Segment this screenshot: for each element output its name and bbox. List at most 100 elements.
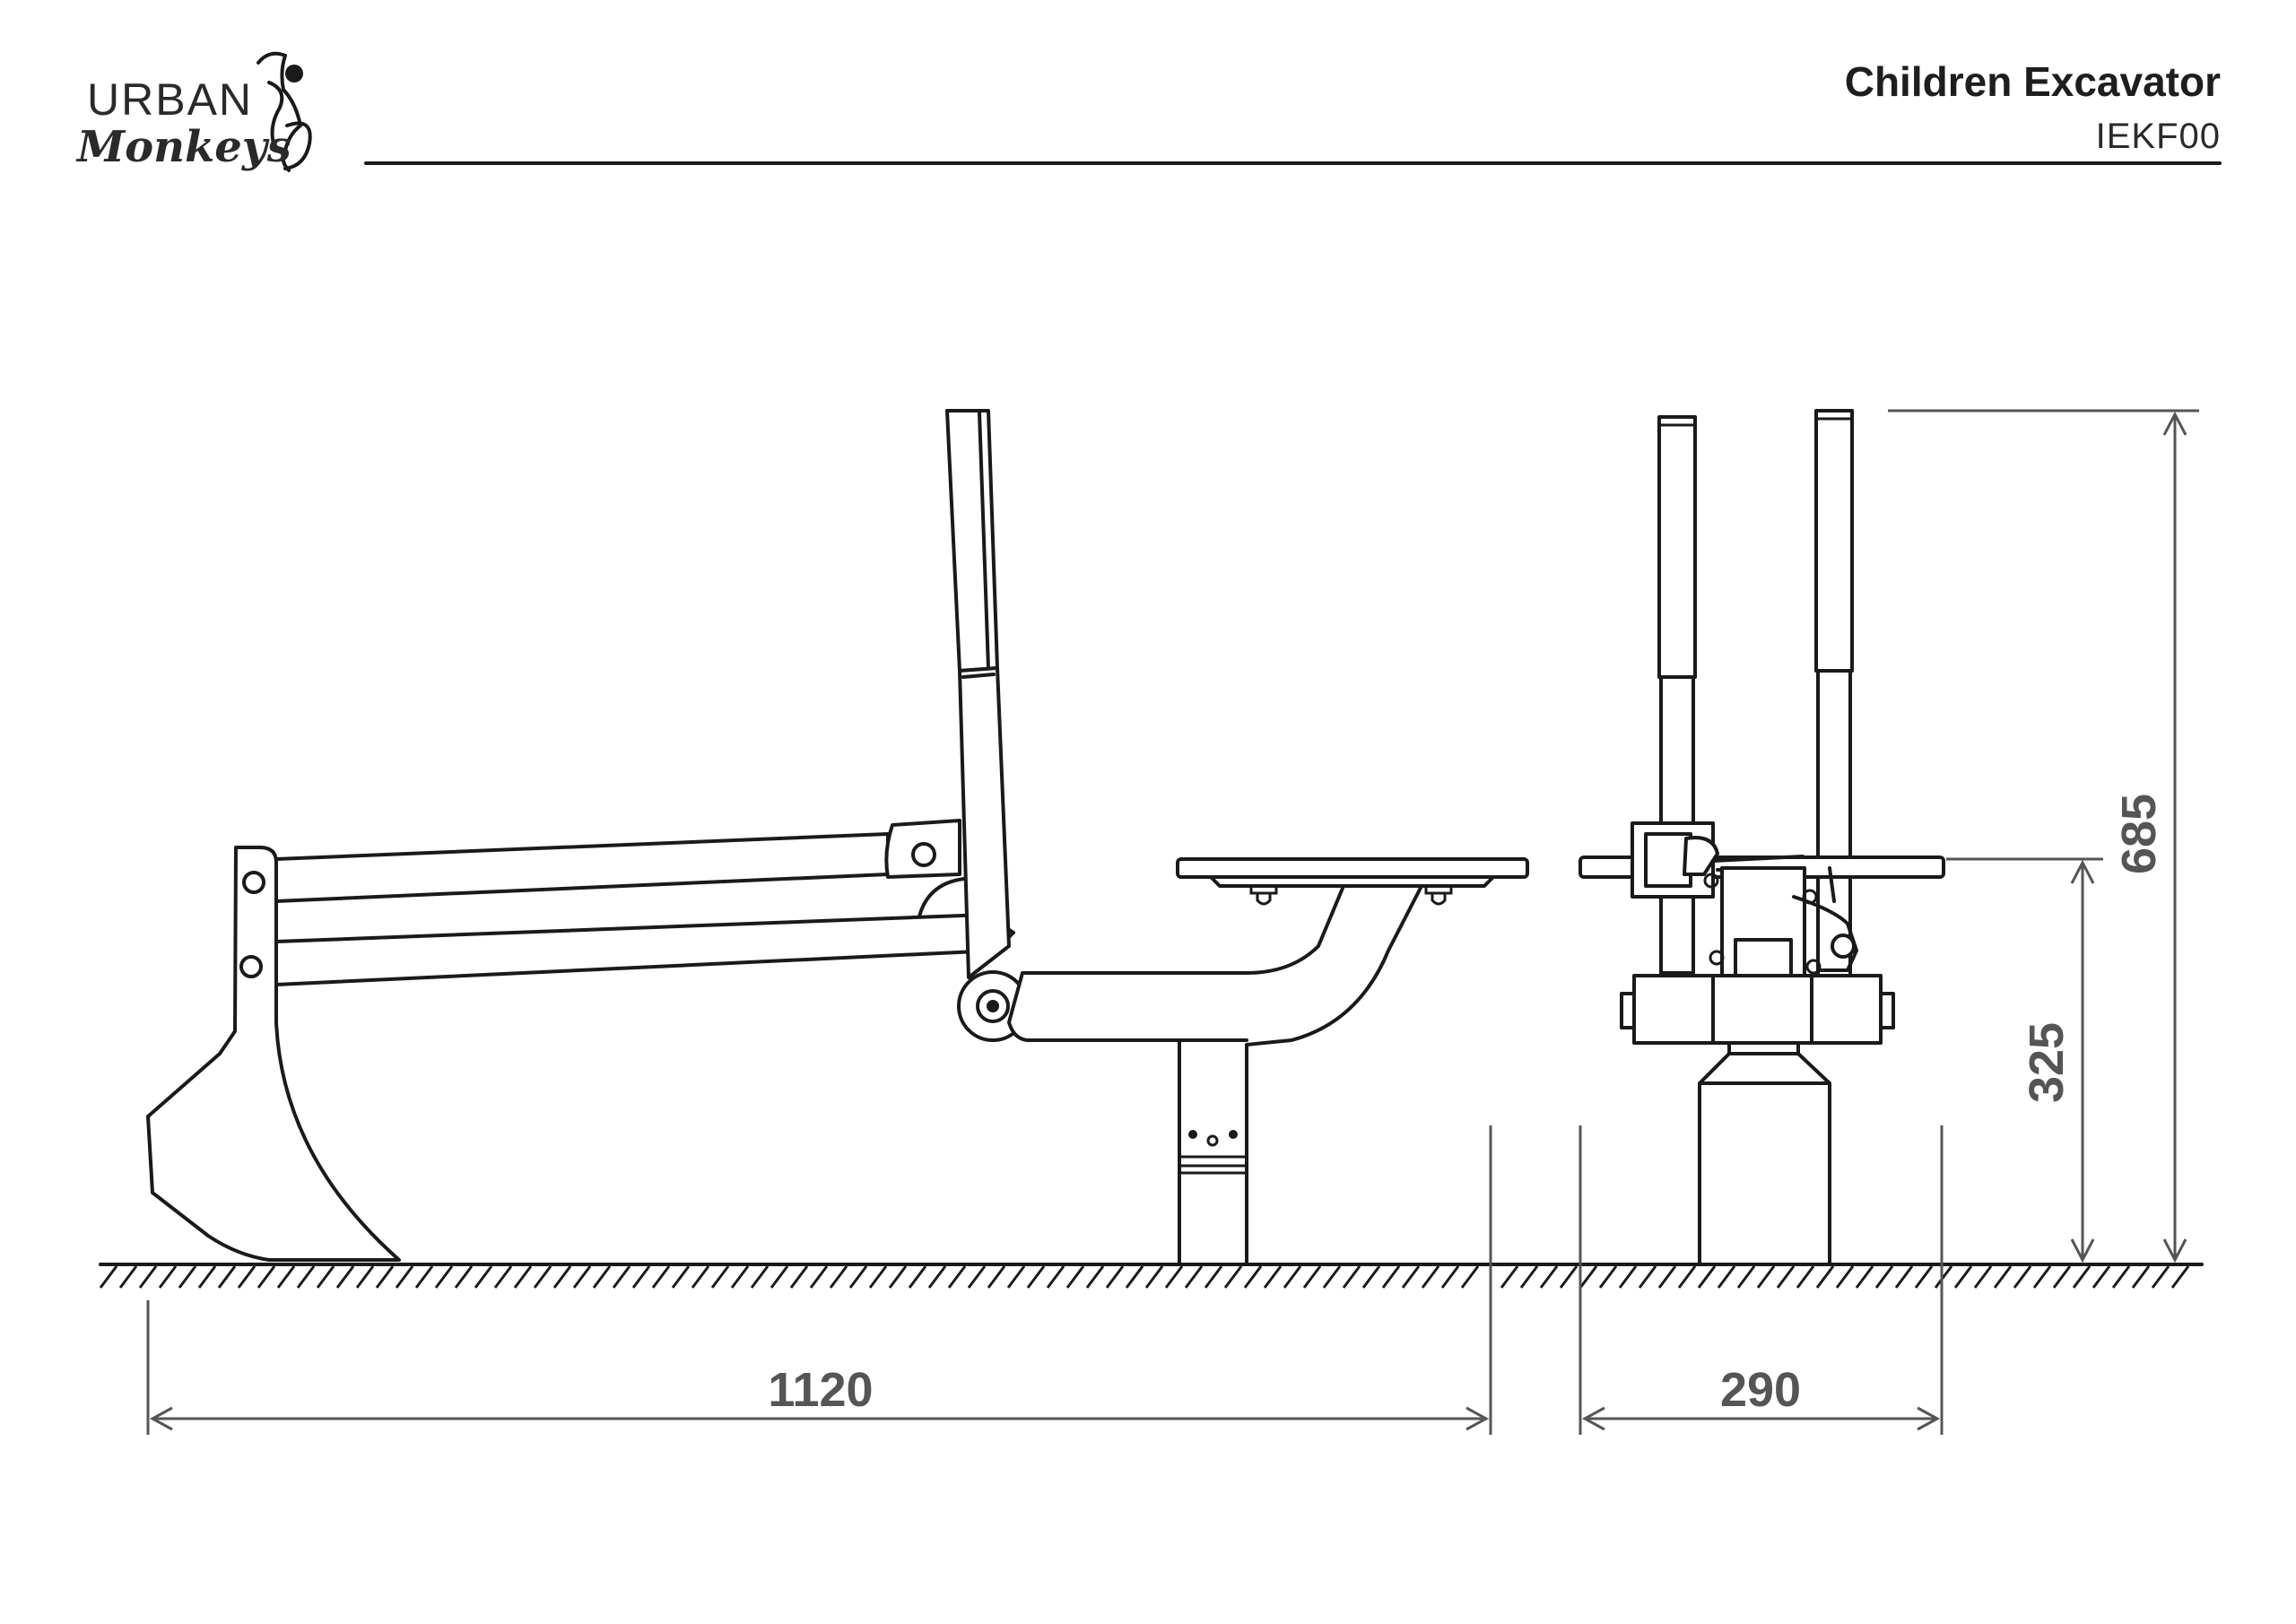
- ground-hatch-mark: [2032, 1265, 2052, 1289]
- ground-hatch-mark: [1223, 1265, 1243, 1289]
- ground-hatch-mark: [217, 1265, 237, 1289]
- bucket-pin-2: [239, 955, 263, 978]
- handle-right-lower: [1816, 669, 1852, 977]
- ground-hatch-mark: [730, 1265, 750, 1289]
- ground-hatch-mark: [1618, 1265, 1638, 1289]
- ground-hatch-mark: [1993, 1265, 2013, 1289]
- ground-hatch-mark: [1894, 1265, 1914, 1289]
- ground-hatch-mark: [1085, 1265, 1105, 1289]
- side-view: [146, 409, 1529, 1266]
- ground-hatch-mark: [1263, 1265, 1283, 1289]
- dim-seat-height-label: 325: [2020, 1022, 2074, 1103]
- ground-hatch-mark: [178, 1265, 197, 1289]
- ground-hatch-mark: [414, 1265, 434, 1289]
- ground-hatch-mark: [1500, 1265, 1519, 1289]
- ground-hatch-mark: [138, 1265, 158, 1289]
- ground-hatch-mark: [651, 1265, 671, 1289]
- product-code: IEKF00: [2095, 117, 2221, 156]
- ground-hatch-mark: [552, 1265, 572, 1289]
- ground-hatch-mark: [1539, 1265, 1559, 1289]
- logo-text-monkeys: Monkeys: [77, 122, 291, 172]
- ground-hatch-mark: [1440, 1265, 1460, 1289]
- ground-hatch-mark: [1519, 1265, 1539, 1289]
- ground-hatch-mark: [1125, 1265, 1144, 1289]
- ground-hatch-mark: [1736, 1265, 1756, 1289]
- ground-hatch-mark: [513, 1265, 533, 1289]
- ground-hatch-mark: [237, 1265, 257, 1289]
- logo-text-urban: URBAN: [87, 74, 254, 125]
- handle-right-upper: [1814, 409, 1854, 673]
- ground-hatch-mark: [276, 1265, 296, 1289]
- ground-hatch-mark: [750, 1265, 770, 1289]
- ground-hatch-mark: [809, 1265, 829, 1289]
- ground-hatch-mark: [1796, 1265, 1815, 1289]
- ground-hatch-mark: [888, 1265, 908, 1289]
- page-title: Children Excavator: [1844, 58, 2221, 105]
- dim-width-label: 290: [1720, 1363, 1801, 1417]
- ground-hatch-mark: [2151, 1265, 2170, 1289]
- ground-hatch-mark: [2111, 1265, 2131, 1289]
- ground-hatch-mark: [1756, 1265, 1776, 1289]
- ground-hatch-mark: [1953, 1265, 1973, 1289]
- ground-hatch-mark: [1657, 1265, 1677, 1289]
- ground-hatch-mark: [533, 1265, 552, 1289]
- ground-hatch-mark: [1578, 1265, 1598, 1289]
- ground-hatch-mark: [1283, 1265, 1302, 1289]
- ground-hatch-mark: [671, 1265, 691, 1289]
- ground-hatch-mark: [335, 1265, 355, 1289]
- ground-hatch-mark: [1717, 1265, 1736, 1289]
- ground-hatch-mark: [1164, 1265, 1184, 1289]
- ground-hatch-mark: [434, 1265, 454, 1289]
- ground-hatch-mark: [947, 1265, 967, 1289]
- axle-cap-right: [1879, 992, 1895, 1029]
- column-lower: [958, 666, 1011, 979]
- ground-hatch-mark: [2013, 1265, 2032, 1289]
- ground-hatch-mark: [454, 1265, 474, 1289]
- ground-hatch-mark: [572, 1265, 592, 1289]
- ground-hatch-mark: [493, 1265, 513, 1289]
- ground-hatch-mark: [1046, 1265, 1065, 1289]
- ground-hatch-mark: [770, 1265, 789, 1289]
- seat-bolt-left: [1249, 884, 1278, 906]
- boom-arm-upper: [274, 832, 890, 903]
- ground-hatch-mark: [1105, 1265, 1125, 1289]
- front-view: [1578, 409, 1945, 1266]
- dimension-lines: 1120 290 325 685: [146, 409, 2199, 1435]
- ground-hatch-mark: [691, 1265, 710, 1289]
- ground-hatch-mark: [592, 1265, 612, 1289]
- ground-hatch-mark: [1144, 1265, 1164, 1289]
- ground-hatch-mark: [908, 1265, 927, 1289]
- ground-hatch-mark: [296, 1265, 316, 1289]
- ground-hatch-mark: [118, 1265, 138, 1289]
- column-upper: [945, 409, 999, 673]
- bucket-pin-1: [242, 871, 265, 894]
- ground-hatch-mark: [2072, 1265, 2092, 1289]
- ground-hatch-mark: [197, 1265, 217, 1289]
- ground-hatch-mark: [158, 1265, 178, 1289]
- ground-line: [99, 1263, 2204, 1289]
- ground-hatch-mark: [631, 1265, 651, 1289]
- ground-hatch-mark: [868, 1265, 888, 1289]
- ground-hatch-mark: [2092, 1265, 2111, 1289]
- monkey-logo-icon: [257, 51, 312, 172]
- ground-hatch-mark: [1973, 1265, 1993, 1289]
- front-post: [1698, 1041, 1831, 1266]
- ground-hatch-mark: [474, 1265, 493, 1289]
- ground-hatch-mark: [1835, 1265, 1855, 1289]
- ground-hatch-mark: [1815, 1265, 1835, 1289]
- ground-hatch-mark: [1421, 1265, 1440, 1289]
- ground-hatch-mark: [316, 1265, 335, 1289]
- ground-hatch-mark: [967, 1265, 987, 1289]
- ground-hatch-mark: [1302, 1265, 1322, 1289]
- ground-hatch-mark: [1874, 1265, 1894, 1289]
- ground-hatch-mark: [1381, 1265, 1401, 1289]
- ground-hatch-mark: [1204, 1265, 1223, 1289]
- ground-hatch-mark: [848, 1265, 868, 1289]
- ground-hatch-mark: [1855, 1265, 1874, 1289]
- ground-hatch-mark: [2052, 1265, 2072, 1289]
- seat-bolt-right: [1424, 884, 1453, 906]
- ground-hatch-mark: [987, 1265, 1006, 1289]
- ground-hatch-mark: [1361, 1265, 1381, 1289]
- ground-hatch-mark: [1638, 1265, 1657, 1289]
- ground-hatch-mark: [1914, 1265, 1934, 1289]
